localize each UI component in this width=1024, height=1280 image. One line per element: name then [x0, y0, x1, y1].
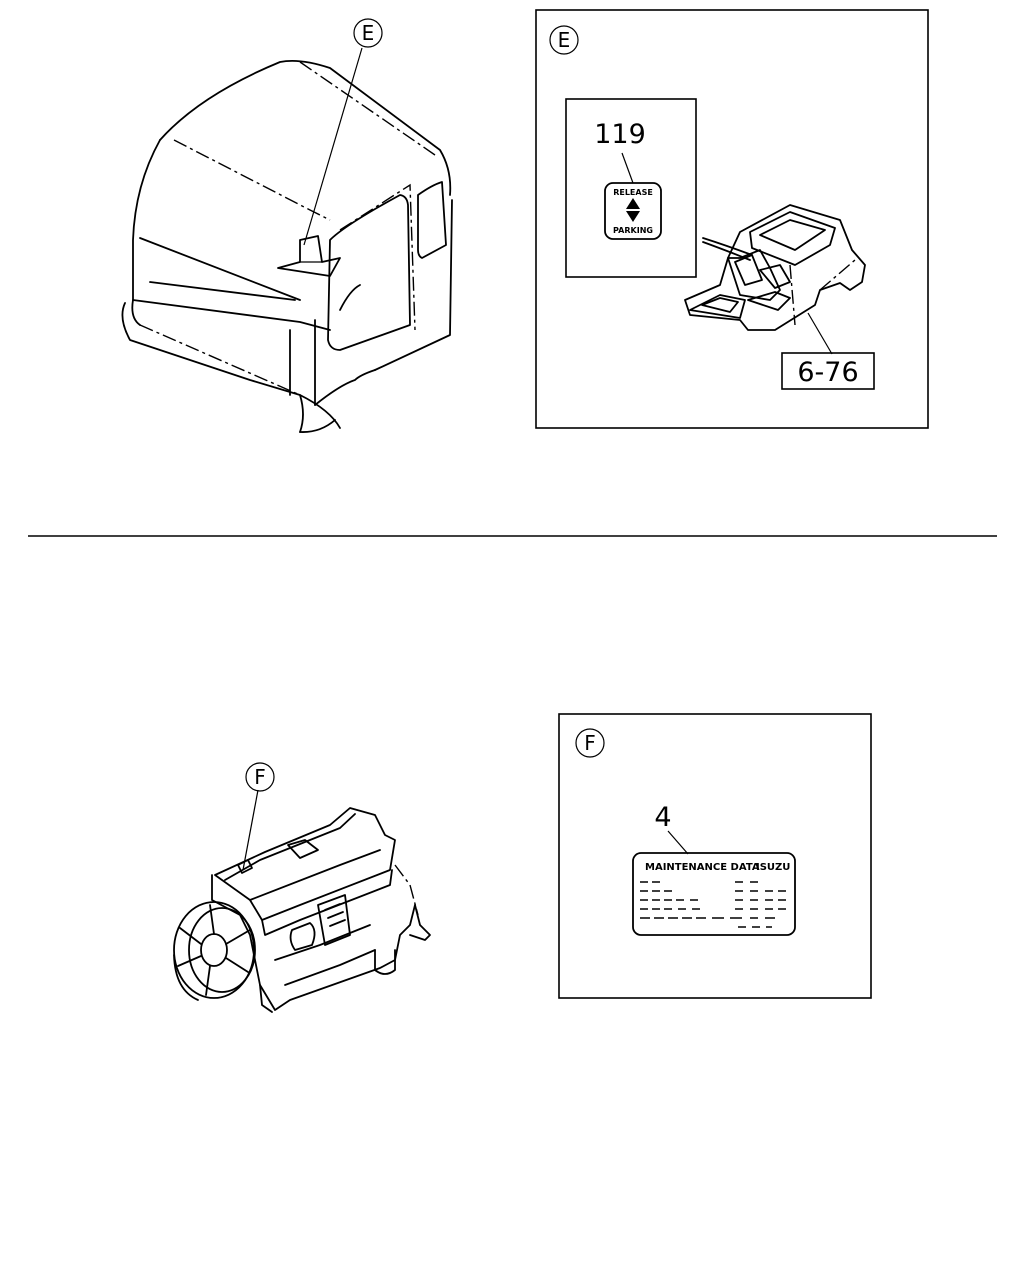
callout-circle-e-panel: E [549, 25, 579, 55]
release-parking-sticker: RELEASE PARKING [604, 182, 662, 240]
leader-line-6-76 [807, 312, 833, 355]
callout-circle-f-panel: F [575, 728, 605, 758]
leader-line-e [303, 47, 363, 246]
part-number-4: 4 [654, 802, 671, 833]
leader-line-f [242, 789, 259, 871]
svg-text:F: F [584, 731, 596, 755]
svg-text:E: E [362, 21, 375, 45]
reference-page-box: 6-76 [781, 352, 875, 390]
svg-text:PARKING: PARKING [613, 226, 653, 235]
detail-panel-e [535, 9, 929, 429]
engine-illustration [173, 807, 431, 1013]
leader-line-4 [667, 830, 689, 855]
svg-text:6-76: 6-76 [797, 357, 858, 388]
center-console-illustration [684, 204, 866, 331]
svg-text:ISUZU: ISUZU [756, 862, 790, 873]
svg-text:E: E [558, 28, 571, 52]
callout-circle-e-top: E [353, 18, 383, 48]
part-number-119: 119 [594, 119, 646, 150]
leader-line-119 [621, 152, 634, 184]
arrow-down-icon [626, 211, 640, 222]
callout-circle-f-top: F [245, 762, 275, 792]
arrow-up-icon [626, 198, 640, 209]
label-detail-box [565, 98, 697, 278]
detail-panel-f [558, 713, 872, 999]
truck-cab-illustration [121, 59, 453, 433]
svg-text:RELEASE: RELEASE [613, 188, 653, 197]
svg-text:F: F [254, 765, 266, 789]
maintenance-data-label: MAINTENANCE DATA ISUZU [632, 852, 796, 936]
svg-text:MAINTENANCE DATA: MAINTENANCE DATA [645, 862, 760, 873]
